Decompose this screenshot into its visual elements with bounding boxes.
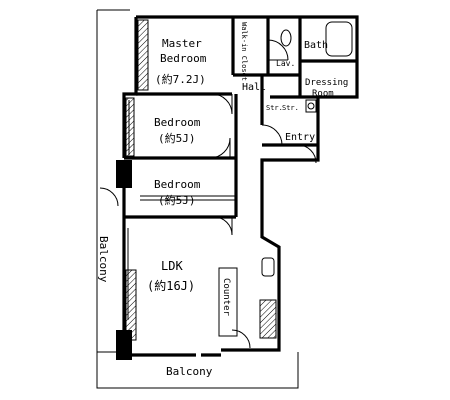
bedroom-1-size: (約5J) — [158, 131, 196, 145]
kitchen-appliance-hatch — [259, 299, 277, 339]
closet-bedroom1-hatch — [125, 97, 135, 157]
dressing-room-label-2: Room — [312, 89, 334, 99]
storage-label-2: Str. — [282, 104, 299, 112]
column-bottom — [116, 330, 132, 360]
bath-fixtures — [280, 21, 353, 113]
balcony-west-label: Balcony — [97, 236, 110, 283]
storage-label-1: Str. — [266, 104, 283, 112]
closet-master-hatch — [137, 19, 149, 91]
master-bedroom-label-2: Bedroom — [160, 52, 207, 65]
ldk-label: LDK — [161, 259, 183, 273]
lav-label: Lav. — [276, 59, 295, 68]
bedroom-2-label: Bedroom — [154, 178, 201, 191]
bath-label: Bath — [304, 40, 328, 51]
ldk-size: (約16J) — [147, 278, 195, 293]
windows — [123, 25, 236, 320]
entry-label: Entry — [285, 132, 315, 143]
interior-walls — [124, 17, 357, 219]
walk-in-closet-label: Walk-in Closet — [240, 22, 248, 81]
bedroom-1-label: Bedroom — [154, 116, 201, 129]
master-bedroom-label-1: Master — [162, 37, 202, 50]
master-bedroom-size: (約7.2J) — [155, 72, 206, 86]
dressing-room-label-1: Dressing — [305, 78, 348, 88]
counter-label: Counter — [221, 278, 231, 317]
balcony-south-label: Balcony — [166, 365, 213, 378]
column-top — [116, 160, 132, 188]
kitchen-sink — [261, 257, 275, 277]
door-swings — [99, 39, 317, 349]
hall-label: Hall — [242, 82, 266, 93]
bedroom-2-size: (約5J) — [158, 193, 196, 207]
counter-block — [218, 267, 238, 337]
